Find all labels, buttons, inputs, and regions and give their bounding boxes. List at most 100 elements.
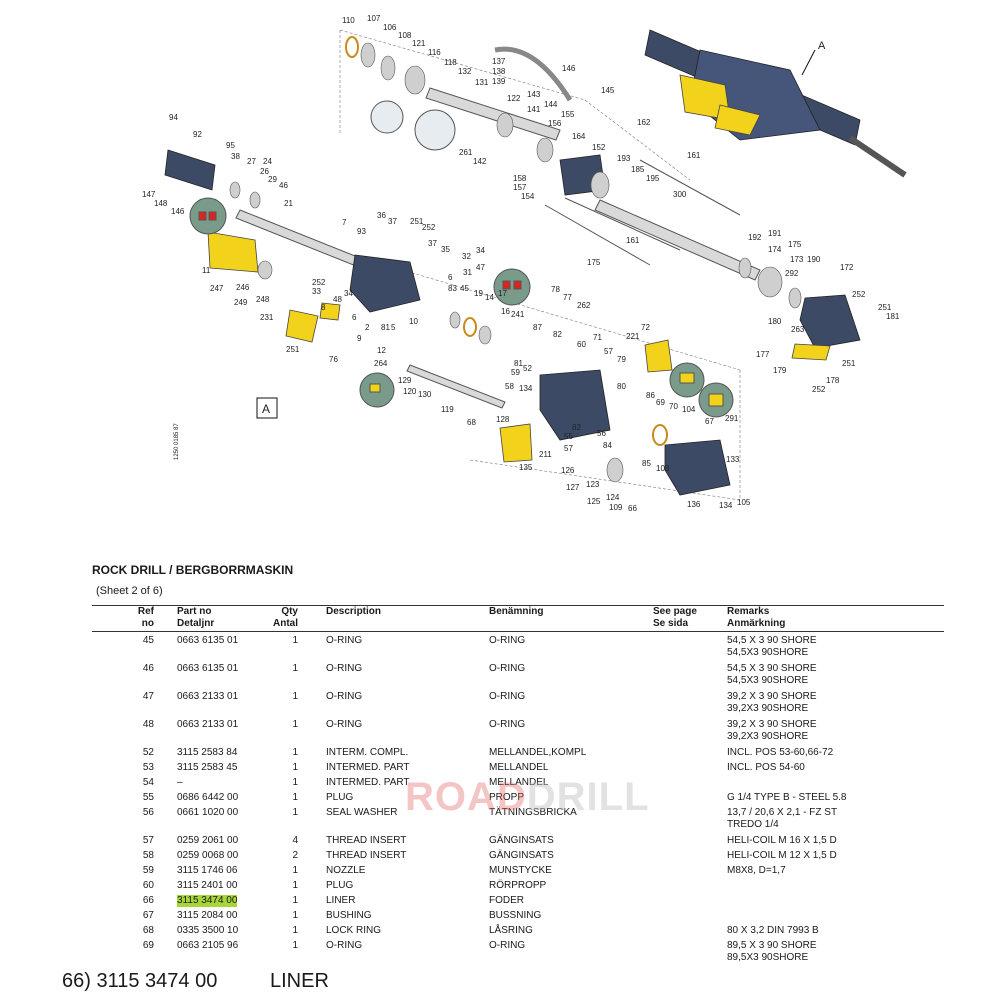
description-cell: O-RING: [326, 940, 363, 951]
description-cell: O-RING: [326, 635, 363, 646]
part-label-5: 5: [391, 323, 396, 332]
page-title: ROCK DRILL / BERGBORRMASKIN: [92, 563, 294, 577]
qty-cell: 1: [292, 865, 298, 876]
part-label-173: 173: [790, 255, 804, 264]
part-label-67: 67: [705, 417, 714, 426]
part-label-60: 60: [577, 340, 586, 349]
part-no-cell: 3115 2401 00: [177, 880, 238, 891]
description-cell: O-RING: [326, 719, 363, 730]
part-label-191: 191: [768, 229, 782, 238]
part-label-31: 31: [463, 268, 472, 277]
description-cell: THREAD INSERT: [326, 835, 407, 846]
remarks-cell: M8X8, D=1,7: [727, 865, 786, 876]
part-label-261: 261: [459, 148, 473, 157]
part-no-cell: 0335 3500 10: [177, 925, 239, 936]
qty-cell: 1: [292, 925, 298, 936]
detail-callouts: [189, 100, 734, 418]
part-label-48: 48: [333, 295, 342, 304]
part-label-154: 154: [521, 192, 535, 201]
part-label-251: 251: [878, 303, 892, 312]
table-header-rule: [92, 631, 944, 632]
part-label-143: 143: [527, 90, 541, 99]
part-label-251: 251: [286, 345, 300, 354]
part-label-33: 33: [312, 287, 321, 296]
part-label-66: 66: [628, 504, 637, 513]
part-label-68: 68: [467, 418, 476, 427]
part-label-148: 148: [154, 199, 168, 208]
sheet-indicator: (Sheet 2 of 6): [96, 585, 163, 597]
qty-cell: 1: [292, 880, 298, 891]
part-no-cell: –: [177, 777, 183, 788]
remarks-cell: 89,5 X 3 90 SHORE: [727, 940, 817, 951]
description-cell: LOCK RING: [326, 925, 382, 936]
part-label-156: 156: [548, 119, 562, 128]
part-label-46: 46: [279, 181, 288, 190]
ref-cell: 57: [142, 835, 154, 846]
part-label-26: 26: [260, 167, 269, 176]
part-label-231: 231: [260, 313, 274, 322]
qty-cell: 1: [292, 762, 298, 773]
ref-cell: 59: [142, 865, 154, 876]
part-label-248: 248: [256, 295, 270, 304]
part-no-cell: 3115 1746 06: [177, 865, 238, 876]
part-label-81: 81: [514, 359, 523, 368]
part-label-77: 77: [563, 293, 572, 302]
benamning-cell: MELLANDEL,KOMPL: [489, 747, 587, 758]
part-label-241: 241: [511, 310, 525, 319]
part-no-cell: 0663 6135 01: [177, 663, 239, 674]
part-no-cell: 0663 6135 01: [177, 635, 239, 646]
part-label-36: 36: [377, 211, 386, 220]
part-label-82: 82: [553, 330, 562, 339]
benamning-cell: O-RING: [489, 635, 526, 646]
part-label-109: 109: [609, 503, 623, 512]
part-no-cell: 3115 3474 00: [177, 895, 238, 907]
part-label-76: 76: [329, 355, 338, 364]
part-label-133: 133: [726, 455, 740, 464]
part-label-181: 181: [886, 312, 900, 321]
part-label-2: 2: [365, 323, 370, 332]
ref-cell: 67: [142, 910, 154, 921]
part-label-71: 71: [593, 333, 602, 342]
part-label-251: 251: [842, 359, 856, 368]
part-label-300: 300: [673, 190, 687, 199]
part-label-291: 291: [725, 414, 739, 423]
table-top-rule: [92, 605, 944, 606]
part-label-9: 9: [357, 334, 362, 343]
part-label-29: 29: [268, 175, 277, 184]
ref-cell: 69: [142, 940, 154, 951]
part-label-14: 14: [485, 293, 494, 302]
part-label-59: 59: [511, 368, 520, 377]
remarks-cell: 54,5 X 3 90 SHORE: [727, 635, 817, 646]
ref-cell: 47: [142, 691, 154, 702]
qty-cell: 1: [292, 635, 298, 646]
benamning-cell: O-RING: [489, 719, 526, 730]
part-label-93: 93: [357, 227, 366, 236]
part-label-85: 85: [642, 459, 651, 468]
part-label-105: 105: [737, 498, 751, 507]
benamning-cell: MUNSTYCKE: [489, 865, 552, 876]
ref-cell: 66: [142, 895, 154, 906]
ref-cell: 53: [142, 762, 154, 773]
part-label-58: 58: [505, 382, 514, 391]
part-label-190: 190: [807, 255, 821, 264]
part-label-138: 138: [492, 67, 506, 76]
part-label-251: 251: [410, 217, 424, 226]
description-cell: LINER: [326, 895, 356, 906]
part-no-cell: 3115 2583 84: [177, 747, 238, 758]
part-label-193: 193: [617, 154, 631, 163]
part-label-79: 79: [617, 355, 626, 364]
small-parts: [229, 36, 802, 483]
qty-cell: 1: [292, 663, 298, 674]
selected-part-name: LINER: [270, 970, 329, 992]
part-no-cell: 0661 1020 00: [177, 807, 239, 818]
part-label-179: 179: [773, 366, 787, 375]
part-label-34: 34: [344, 289, 353, 298]
part-label-108: 108: [398, 31, 412, 40]
part-label-144: 144: [544, 100, 558, 109]
part-label-142: 142: [473, 157, 487, 166]
part-label-262: 262: [577, 301, 591, 310]
part-label-146: 146: [562, 64, 576, 73]
